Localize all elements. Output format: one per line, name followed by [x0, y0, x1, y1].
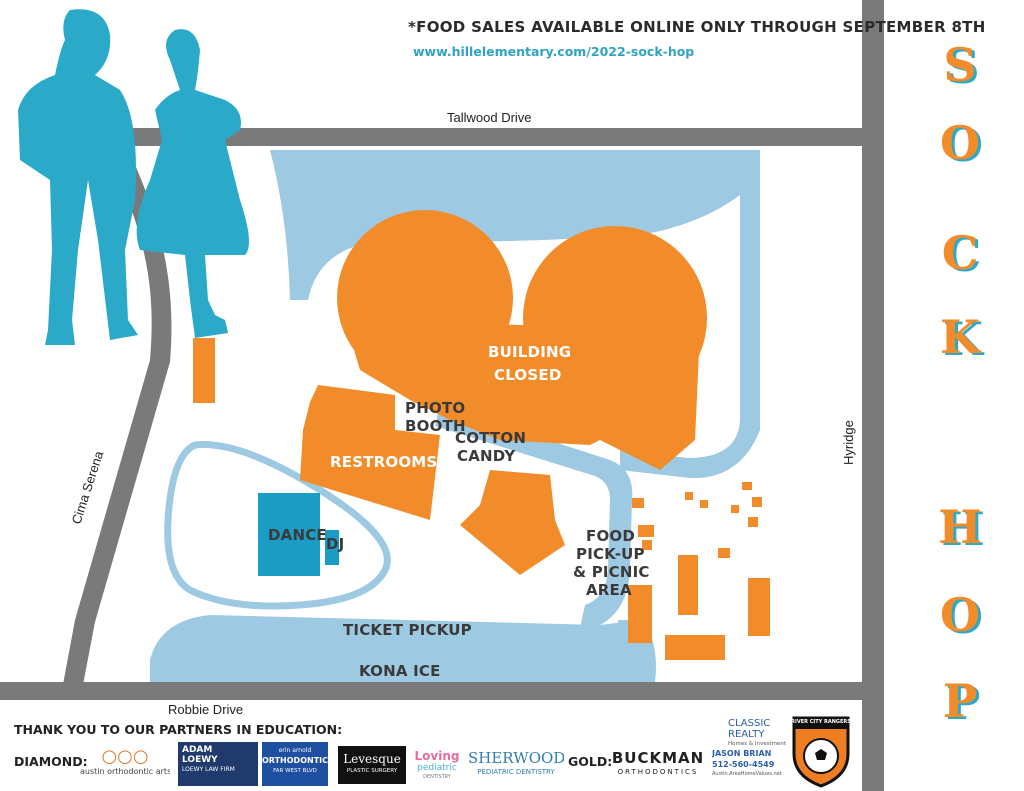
classic-realty-logo: CLASSIC REALTY Homes & Investments JASON… — [712, 718, 786, 788]
levesque-logo: Levesque PLASTIC SURGERY — [338, 746, 406, 784]
gold-tier-label: GOLD: — [568, 754, 613, 769]
photo-booth-label-line1: PHOTO — [405, 399, 465, 417]
classic-realty-line2: REALTY — [728, 729, 765, 740]
cotton-candy-label-line1: COTTON — [455, 429, 526, 447]
food-label-line1: FOOD — [586, 527, 635, 545]
adam-loewy-line3: LOEWY LAW FIRM — [182, 766, 235, 773]
erin-arnold-line1: erin arnold — [278, 747, 312, 754]
restrooms-building — [300, 385, 440, 520]
adam-loewy-line1: ADAM — [182, 745, 213, 755]
sherwood-pediatric-logo: SHERWOOD PEDIATRIC DENTISTRY — [468, 750, 564, 784]
ticket-pickup-label: TICKET PICKUP — [343, 621, 472, 639]
austin-orthodontic-arts-text: austin orthodontic arts — [80, 767, 170, 776]
picnic-tables — [628, 482, 770, 660]
hyridge-road — [862, 0, 884, 791]
title-letter-k: K — [940, 310, 980, 364]
center-path — [435, 405, 633, 628]
cotton-candy-building — [460, 470, 565, 575]
robbie-drive-road — [0, 682, 870, 700]
dj-label: DJ — [326, 535, 344, 553]
loving-pediatric-logo: Loving pediatric DENTISTRY — [410, 740, 464, 788]
building-closed — [337, 210, 707, 470]
title-letter-o1: O — [939, 116, 981, 170]
classic-realty-line1: CLASSIC — [728, 718, 771, 729]
photo-booth-label-line2: BOOTH — [405, 417, 466, 435]
hyridge-label: Hyridge — [841, 420, 856, 465]
dance-label: DANCE — [268, 526, 327, 544]
south-plaza — [150, 615, 656, 682]
classic-realty-line3: Homes & Investments — [728, 741, 786, 747]
adam-loewy-line2: LOEWY — [182, 755, 218, 765]
sherwood-line1: SHERWOOD — [468, 750, 564, 767]
sherwood-line2: PEDIATRIC DENTISTRY — [477, 768, 555, 776]
building-closed-label-line1: BUILDING — [488, 343, 571, 361]
river-city-text: RIVER CITY RANGERS — [791, 719, 851, 725]
erin-arnold-line3: FAR WEST BLVD — [273, 768, 317, 774]
food-label-line4: AREA — [586, 581, 632, 599]
adam-loewy-logo: ADAM LOEWY LOEWY LAW FIRM — [178, 742, 258, 786]
river-city-shield-icon — [792, 716, 850, 788]
dance-floor — [258, 493, 320, 576]
buckman-orthodontics-logo: BUCKMAN ORTHODONTICS — [606, 750, 710, 784]
food-sales-notice: *FOOD SALES AVAILABLE ONLINE ONLY THROUG… — [408, 18, 986, 36]
north-shelter — [193, 338, 215, 403]
event-url-link[interactable]: www.hillelementary.com/2022-sock-hop — [413, 44, 695, 59]
kona-ice-label: KONA ICE — [359, 662, 441, 680]
cotton-candy-label-line2: CANDY — [457, 447, 516, 465]
dj-booth — [325, 530, 339, 565]
classic-realty-line5: 512-560-4549 — [712, 760, 775, 769]
building-closed-label-line2: CLOSED — [494, 366, 561, 384]
female-dancer-figure — [136, 29, 249, 339]
loving-line2: pediatric — [417, 763, 457, 773]
classic-realty-line4: JASON BRIAN — [712, 749, 772, 758]
buckman-line2: ORTHODONTICS — [617, 768, 699, 776]
levesque-line2: PLASTIC SURGERY — [346, 768, 398, 774]
dance-area-loop — [164, 441, 391, 610]
title-letter-p: P — [942, 674, 978, 728]
roads — [0, 0, 884, 791]
classic-realty-line6: Austin.AreaHomeValues.net — [712, 771, 782, 777]
robbie-drive-label: Robbie Drive — [168, 702, 243, 717]
loving-line3: DENTISTRY — [423, 774, 451, 780]
loving-line1: Loving — [414, 749, 460, 763]
austin-orthodontic-arts-logo: ○○○ austin orthodontic arts — [80, 748, 170, 776]
river-city-rangers-logo: RIVER CITY RANGERS — [790, 714, 852, 788]
title-letter-o2: O — [939, 588, 981, 642]
cima-serena-label: Cima Serena — [69, 448, 107, 526]
levesque-line1: Levesque — [343, 752, 401, 766]
restrooms-label: RESTROOMS — [330, 453, 437, 471]
title-letter-c: C — [941, 226, 979, 280]
food-label-line3: & PICNIC — [573, 563, 650, 581]
title-letter-h: H — [938, 500, 982, 554]
title-letter-s1: S — [943, 38, 977, 92]
cima-serena-road — [62, 165, 172, 690]
food-label-line2: PICK-UP — [576, 545, 645, 563]
partners-heading: THANK YOU TO OUR PARTNERS IN EDUCATION: — [14, 722, 343, 737]
erin-arnold-orthodontics-logo: erin arnold ORTHODONTICS FAR WEST BLVD — [262, 742, 328, 786]
diamond-tier-label: DIAMOND: — [14, 754, 88, 769]
erin-arnold-line2: ORTHODONTICS — [262, 756, 328, 765]
tallwood-drive-label: Tallwood Drive — [447, 110, 532, 125]
tallwood-drive-road — [100, 128, 870, 146]
male-dancer-figure — [18, 9, 138, 346]
buckman-line1: BUCKMAN — [611, 750, 705, 767]
sock-hop-couple-illustration — [18, 9, 249, 346]
